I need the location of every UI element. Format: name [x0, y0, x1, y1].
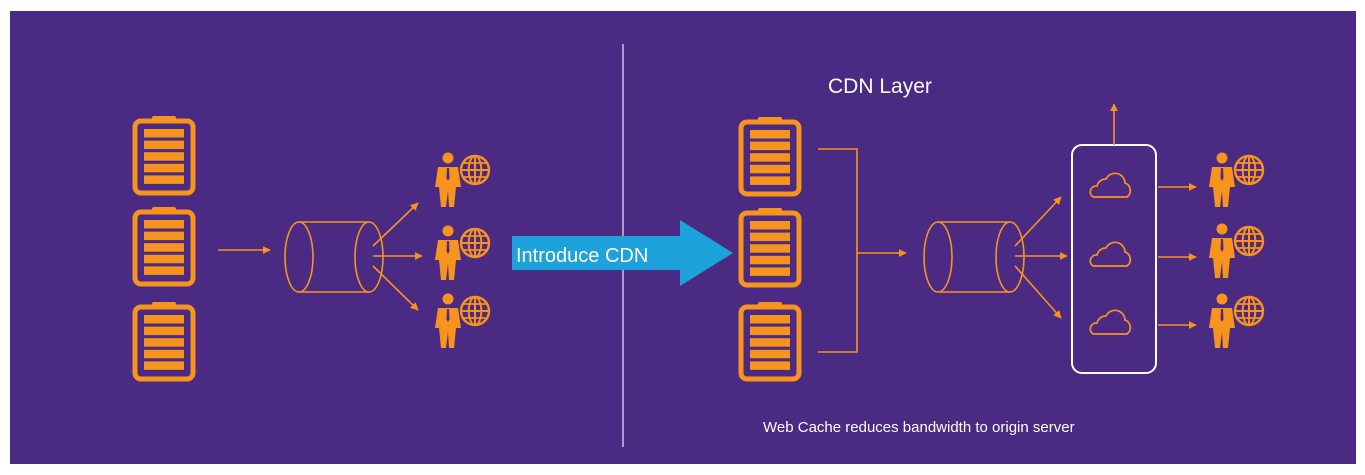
diagram-canvas	[10, 11, 1356, 464]
cdn-web-cache-cylinder-icon	[923, 221, 1025, 293]
server-group-bracket	[818, 148, 858, 353]
cdn-origin-server-icon-2	[738, 208, 802, 288]
cdn-origin-server-icon-1	[738, 117, 802, 197]
web-cache-cylinder-icon	[284, 221, 384, 293]
user-globe-icon-3	[435, 293, 491, 348]
cdn-layer-label: CDN Layer	[828, 75, 932, 98]
cdn-user-globe-icon-3	[1209, 293, 1265, 348]
user-globe-icon-1	[435, 152, 491, 207]
cdn-user-globe-icon-1	[1209, 152, 1265, 207]
origin-server-icon-1	[132, 116, 196, 196]
cache-to-user-arrow-3	[372, 265, 419, 311]
bandwidth-caption: Web Cache reduces bandwidth to origin se…	[763, 419, 1075, 436]
cdn-cloud-icon-2	[1089, 241, 1132, 267]
cdn-cloud-icon-3	[1089, 309, 1132, 335]
introduce-cdn-arrow	[512, 220, 733, 286]
introduce-cdn-label: Introduce CDN	[516, 245, 649, 267]
cache-to-user-arrow-1	[372, 202, 419, 247]
cdn-user-globe-icon-2	[1209, 223, 1265, 278]
cdn-cloud-icon-1	[1089, 172, 1132, 198]
cache-to-cdn-arrow-1	[1014, 196, 1062, 247]
user-globe-icon-2	[435, 225, 491, 280]
origin-server-icon-2	[132, 207, 196, 287]
cdn-diagram	[10, 11, 1356, 464]
cdn-origin-server-icon-3	[738, 302, 802, 382]
origin-server-icon-3	[132, 302, 196, 382]
cache-to-cdn-arrow-3	[1014, 265, 1062, 319]
